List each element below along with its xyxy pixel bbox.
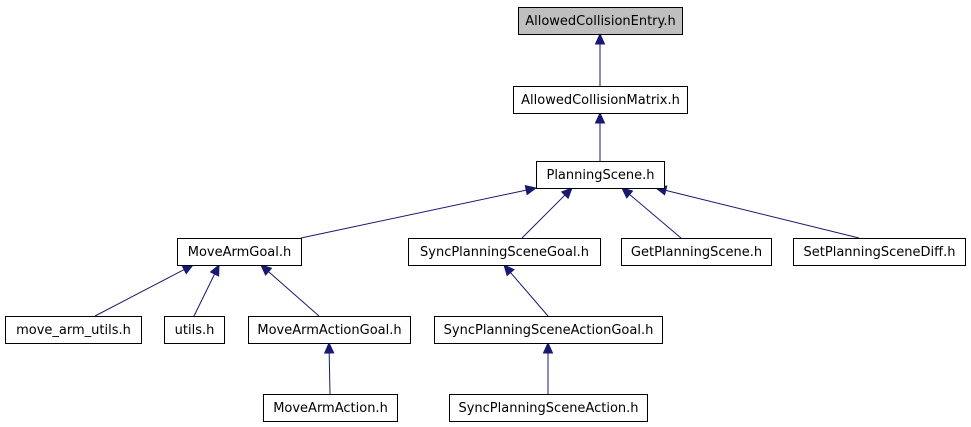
node-box bbox=[263, 394, 398, 422]
edge-line bbox=[193, 273, 216, 317]
arrowhead-icon bbox=[260, 264, 273, 276]
edge-sync-planning-scene-action-to-sync-planning-scene-action-goal bbox=[542, 341, 554, 394]
edge-move-arm-utils-to-move-arm-goal bbox=[94, 264, 195, 317]
node-box bbox=[408, 238, 601, 266]
arrowhead-icon bbox=[323, 341, 335, 354]
node-box bbox=[536, 161, 665, 189]
node-label: MoveArmActionGoal.h bbox=[257, 323, 401, 338]
node-move-arm-goal[interactable]: MoveArmGoal.h bbox=[177, 238, 302, 266]
arrowhead-icon bbox=[209, 263, 220, 277]
node-label: SetPlanningSceneDiff.h bbox=[804, 245, 956, 260]
node-box bbox=[518, 7, 683, 35]
edge-move-arm-goal-to-planning-scene bbox=[300, 185, 538, 239]
arrowhead-icon bbox=[524, 185, 538, 196]
node-set-planning-scene-diff[interactable]: SetPlanningSceneDiff.h bbox=[793, 238, 966, 266]
edge-set-planning-scene-diff-to-planning-scene bbox=[654, 185, 860, 239]
node-box bbox=[434, 316, 663, 344]
edge-sync-planning-scene-goal-to-planning-scene bbox=[521, 187, 573, 239]
edge-line bbox=[510, 272, 549, 317]
edge-move-arm-action-goal-to-move-arm-goal bbox=[260, 264, 320, 317]
edge-line bbox=[268, 271, 320, 317]
arrowhead-icon bbox=[560, 187, 573, 200]
node-box bbox=[5, 316, 142, 344]
edge-get-planning-scene-to-planning-scene bbox=[621, 187, 682, 239]
edge-line bbox=[629, 194, 682, 239]
edge-line bbox=[94, 269, 185, 317]
edge-allowed-collision-matrix-to-allowed-collision-entry bbox=[594, 32, 606, 86]
edge-sync-planning-scene-action-goal-to-sync-planning-scene-goal bbox=[503, 264, 549, 317]
node-sync-planning-scene-action-goal[interactable]: SyncPlanningSceneActionGoal.h bbox=[434, 316, 663, 344]
edge-line bbox=[665, 189, 860, 239]
node-label: PlanningScene.h bbox=[546, 168, 654, 183]
edge-line bbox=[300, 189, 527, 239]
node-box bbox=[248, 316, 411, 344]
node-label: GetPlanningScene.h bbox=[631, 245, 762, 260]
edges-layer bbox=[94, 32, 860, 395]
node-label: move_arm_utils.h bbox=[16, 323, 131, 338]
node-move-arm-utils[interactable]: move_arm_utils.h bbox=[5, 316, 142, 344]
edge-line bbox=[328, 352, 331, 395]
node-label: MoveArmAction.h bbox=[273, 401, 388, 416]
node-box bbox=[793, 238, 966, 266]
node-box bbox=[449, 394, 648, 422]
node-utils[interactable]: utils.h bbox=[164, 316, 225, 344]
node-label: SyncPlanningSceneGoal.h bbox=[420, 245, 589, 260]
node-sync-planning-scene-action[interactable]: SyncPlanningSceneAction.h bbox=[449, 394, 648, 422]
arrowhead-icon bbox=[181, 264, 195, 275]
node-box bbox=[513, 86, 688, 114]
edge-line bbox=[521, 194, 566, 239]
arrowhead-icon bbox=[503, 264, 515, 277]
node-move-arm-action-goal[interactable]: MoveArmActionGoal.h bbox=[248, 316, 411, 344]
node-label: MoveArmGoal.h bbox=[188, 245, 292, 260]
node-sync-planning-scene-goal[interactable]: SyncPlanningSceneGoal.h bbox=[408, 238, 601, 266]
nodes-layer: AllowedCollisionEntry.hAllowedCollisionM… bbox=[5, 7, 966, 422]
node-box bbox=[621, 238, 772, 266]
arrowhead-icon bbox=[594, 111, 606, 124]
node-label: AllowedCollisionEntry.h bbox=[525, 14, 676, 29]
node-box bbox=[177, 238, 302, 266]
node-get-planning-scene[interactable]: GetPlanningScene.h bbox=[621, 238, 772, 266]
node-label: SyncPlanningSceneActionGoal.h bbox=[444, 323, 654, 338]
node-allowed-collision-entry[interactable]: AllowedCollisionEntry.h bbox=[518, 7, 683, 35]
node-planning-scene[interactable]: PlanningScene.h bbox=[536, 161, 665, 189]
node-move-arm-action[interactable]: MoveArmAction.h bbox=[263, 394, 398, 422]
edge-utils-to-move-arm-goal bbox=[193, 263, 220, 317]
arrowhead-icon bbox=[594, 32, 606, 45]
arrowhead-icon bbox=[621, 187, 634, 199]
arrowhead-icon bbox=[542, 341, 554, 354]
node-allowed-collision-matrix[interactable]: AllowedCollisionMatrix.h bbox=[513, 86, 688, 114]
node-label: utils.h bbox=[175, 323, 215, 338]
edge-planning-scene-to-allowed-collision-matrix bbox=[594, 111, 606, 161]
node-label: AllowedCollisionMatrix.h bbox=[521, 93, 680, 108]
node-box bbox=[164, 316, 225, 344]
edge-move-arm-action-to-move-arm-action-goal bbox=[323, 341, 335, 395]
node-label: SyncPlanningSceneAction.h bbox=[458, 401, 638, 416]
